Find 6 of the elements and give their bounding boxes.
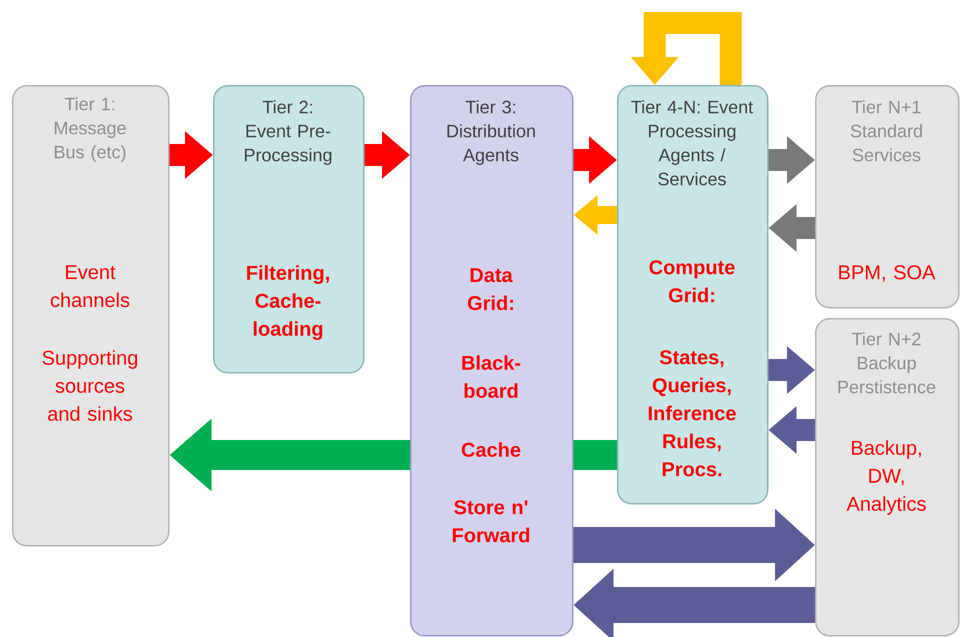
tier-box: Tier N+1 Standard Services BPM, SOA xyxy=(815,85,960,308)
tier-box: Tier 3: Distribution Agents Data Grid: Black-board Cache Store n' Forward xyxy=(410,85,574,636)
tier-box: Tier 4-N: Event Processing Agents / Services Compute Grid: States, Queries, Inference Rules, Procs. xyxy=(617,85,768,504)
tier-box: Tier N+2 Backup Perstistence Backup, DW, Analytics xyxy=(815,318,960,636)
tier-box: Tier 2: Event Pre-Processing Filtering, Cache-loading xyxy=(213,85,364,374)
tier-box: Tier 1: Message Bus (etc) Event channels Supporting sources and sinks xyxy=(12,85,170,546)
